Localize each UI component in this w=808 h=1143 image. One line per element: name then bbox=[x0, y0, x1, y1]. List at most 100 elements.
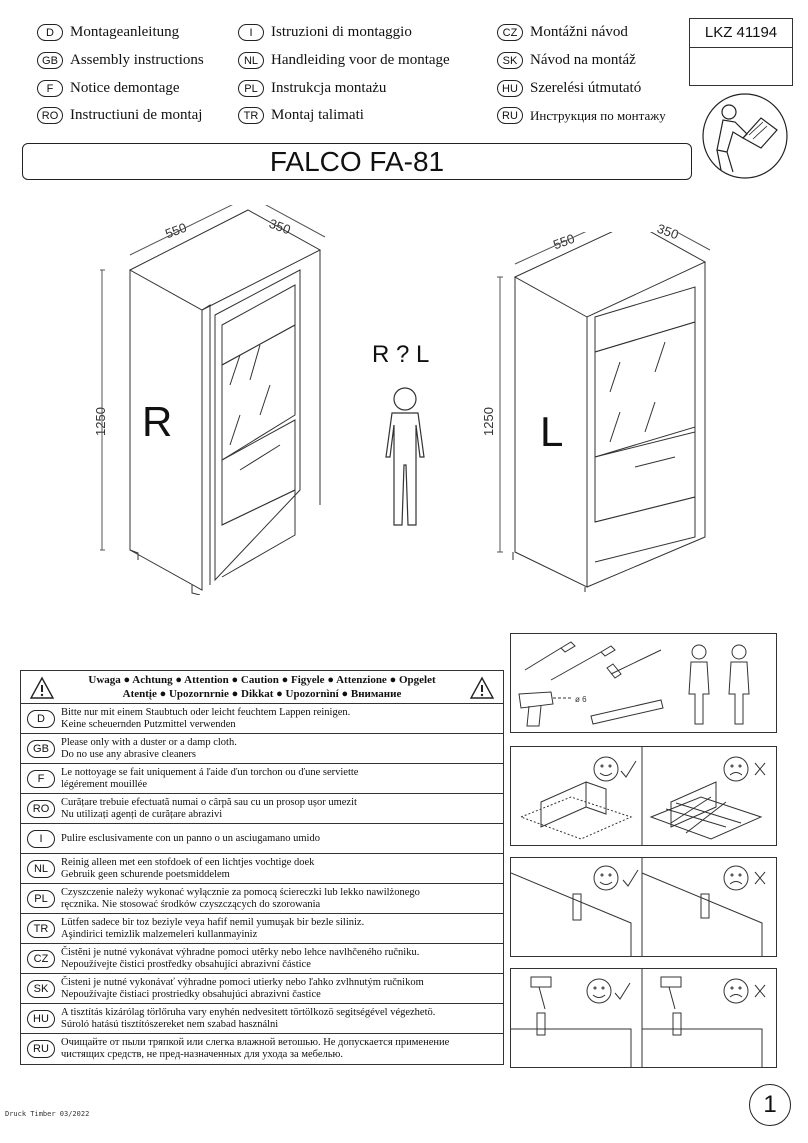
lang-code-badge: SK bbox=[27, 979, 55, 998]
lang-title: Návod na montáž bbox=[530, 52, 636, 68]
lang-code-badge: F bbox=[37, 80, 63, 97]
language-item: D Montageanleitung bbox=[37, 24, 179, 41]
care-text-line2: Nu utilizați agenți de curățare abrazivi bbox=[61, 808, 223, 820]
care-text-line2: Gebruik geen schurende poetsmiddelem bbox=[61, 868, 230, 880]
lang-title: Notice demontage bbox=[70, 80, 180, 96]
happy-face-icon bbox=[593, 865, 619, 891]
care-instructions-table: Uwaga ● Achtung ● Attention ● Caution ● … bbox=[20, 670, 504, 1065]
care-row: I Pulire esclusivamente con un panno o un… bbox=[21, 824, 503, 854]
product-code: LKZ 41194 bbox=[690, 19, 792, 48]
dowel-icon bbox=[536, 1012, 546, 1036]
care-text-line1: Please only with a duster or a damp clot… bbox=[61, 736, 237, 748]
lang-code-badge: NL bbox=[27, 859, 55, 878]
language-item: TR Montaj talimati bbox=[238, 107, 364, 124]
sad-face-icon bbox=[723, 865, 749, 891]
screwdriver-icon bbox=[550, 645, 616, 681]
happy-face-icon bbox=[593, 756, 619, 782]
product-code-box: LKZ 41194 bbox=[689, 18, 793, 86]
variant-right-label: R bbox=[142, 398, 173, 445]
care-text-line2: Keine scheuernden Putzmittel verwenden bbox=[61, 718, 236, 730]
hammer-dowel-illustration bbox=[511, 969, 766, 1067]
tools-illustration: ø 6 bbox=[518, 641, 750, 727]
lang-title: Montaj talimati bbox=[271, 107, 364, 123]
variant-question: R ? L bbox=[372, 341, 430, 368]
care-text-line1: A tisztítás kizárólag törlőruha vary eny… bbox=[61, 1006, 436, 1018]
lang-code-badge: I bbox=[27, 829, 55, 848]
care-row: HU A tisztítás kizárólag törlőruha vary e… bbox=[21, 1004, 503, 1034]
care-text-line2: Súroló hatású tisztítószereket nem szaba… bbox=[61, 1018, 279, 1030]
care-text-line1: Czyszczenie należy wykonać wyłącznie za … bbox=[61, 886, 420, 898]
warning-triangle-icon bbox=[29, 676, 55, 699]
care-text-line1: Pulire esclusivamente con un panno o un … bbox=[61, 832, 320, 844]
language-item: GB Assembly instructions bbox=[37, 52, 204, 69]
care-row: PL Czyszczenie należy wykonać wyłącznie z… bbox=[21, 884, 503, 914]
cross-icon bbox=[754, 984, 766, 998]
sad-face-icon bbox=[723, 756, 749, 782]
hammer-icon bbox=[660, 976, 682, 1010]
check-icon bbox=[622, 869, 639, 887]
print-footer: Druck Timber 03/2022 bbox=[5, 1110, 90, 1118]
lang-code-badge: HU bbox=[27, 1009, 55, 1028]
care-text-line2: чистящих средств, не пред-назначенных дл… bbox=[61, 1049, 343, 1060]
lang-code-badge: D bbox=[37, 24, 63, 41]
page-number: 1 bbox=[749, 1084, 791, 1126]
lang-title: Handleiding voor de montage bbox=[271, 52, 450, 68]
lang-code-badge: GB bbox=[27, 739, 55, 758]
lang-code-badge: RO bbox=[27, 799, 55, 818]
care-text-line1: Čistĕni je nutné vykonávat výhradne pomo… bbox=[61, 946, 420, 958]
care-text-line1: Le nottoyage se fait uniquement á ľaide … bbox=[61, 766, 359, 778]
care-row: GB Please only with a duster or a damp cl… bbox=[21, 734, 503, 764]
care-text-line2: Nepoužívejte čistici prostředky obsahují… bbox=[61, 958, 311, 970]
lang-code-badge: CZ bbox=[497, 24, 523, 41]
care-text-line1: Очищайте от пыли тряпкой или слегка влаж… bbox=[61, 1037, 450, 1048]
lang-code-badge: PL bbox=[238, 80, 264, 97]
warning-heading: Uwaga ● Achtung ● Attention ● Caution ● … bbox=[21, 671, 503, 704]
warning-triangle-icon bbox=[469, 676, 495, 699]
screwdriver-icon bbox=[524, 641, 576, 671]
read-manual-icon bbox=[702, 93, 788, 179]
person-figure-icon bbox=[385, 387, 425, 526]
lang-title: Assembly instructions bbox=[70, 52, 204, 68]
language-item: F Notice demontage bbox=[37, 80, 180, 97]
care-text-line2: ręcznika. Nie stosować środków czyszcząc… bbox=[61, 898, 321, 910]
care-row: RO Curățare trebuie efectuată numai o câr… bbox=[21, 794, 503, 824]
drill-icon bbox=[518, 691, 554, 727]
lang-code-badge: TR bbox=[238, 107, 264, 124]
care-text-line1: Bitte nur mit einem Staubtuch oder leich… bbox=[61, 706, 351, 718]
assembly-surface-illustration bbox=[519, 747, 766, 845]
lang-code-badge: NL bbox=[238, 52, 264, 69]
lang-code-badge: HU bbox=[497, 80, 523, 97]
assembly-surface-panel bbox=[510, 746, 777, 846]
lang-code-badge: GB bbox=[37, 52, 63, 69]
hard-floor-icon bbox=[649, 796, 763, 840]
cross-icon bbox=[754, 871, 766, 885]
lang-code-badge: PL bbox=[27, 889, 55, 908]
sad-face-icon bbox=[723, 978, 749, 1004]
dowel-icon bbox=[572, 893, 582, 921]
lang-code-badge: D bbox=[27, 709, 55, 728]
hammer-icon bbox=[530, 976, 552, 1010]
care-row: RU Очищайте от пыли тряпкой или слегка вл… bbox=[21, 1034, 503, 1064]
lang-code-badge: RU bbox=[27, 1040, 55, 1058]
lang-code-badge: I bbox=[238, 24, 264, 41]
tools-panel: ø 6 bbox=[510, 633, 777, 733]
check-icon bbox=[614, 982, 631, 1000]
cabinet-right-drawing bbox=[100, 205, 326, 595]
lang-code-badge: RU bbox=[497, 107, 523, 124]
variant-left-label: L bbox=[540, 408, 564, 455]
care-text-line1: Curățare trebuie efectuată numai o cârpă… bbox=[61, 796, 357, 808]
dowel-illustration bbox=[510, 858, 766, 956]
height-dimension: 1250 bbox=[480, 407, 496, 436]
lang-title: Montageanleitung bbox=[70, 24, 180, 40]
